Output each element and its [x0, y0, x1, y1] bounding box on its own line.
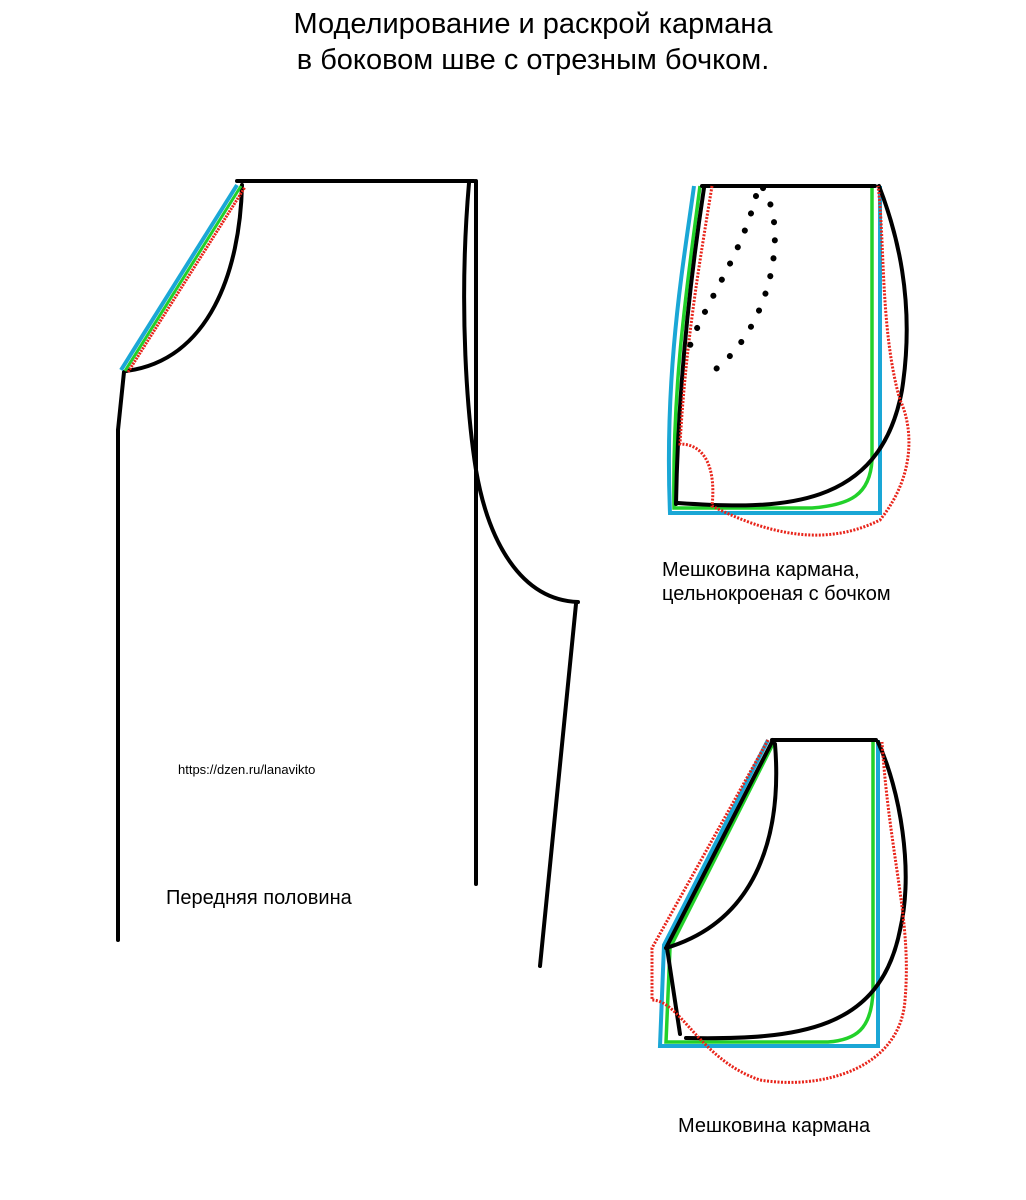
caption-pocket-with-side-line-1: Мешковина кармана,: [662, 559, 860, 581]
pocket1-left-edge: [674, 186, 706, 506]
pocket2-red-seam-allowance: [650, 739, 908, 1084]
front-left-upper-edge: [116, 370, 126, 432]
caption-pocket: Мешковина кармана: [678, 1115, 871, 1137]
caption-front-half: Передняя половина: [166, 887, 352, 909]
front-crotch-leg-edge: [538, 602, 578, 968]
pocket1-blue-outline: [666, 185, 882, 515]
front-slant-red-line: [126, 186, 247, 373]
pocket1-dotted-line-outer: [709, 185, 778, 375]
pocket2-bottom-curve: [684, 740, 908, 1041]
front-half-pattern: [116, 179, 580, 968]
front-pocket-opening-curve: [124, 183, 244, 373]
pocket-bag-pattern: [650, 738, 908, 1084]
front-fly-curve: [462, 181, 580, 604]
source-url: https://dzen.ru/lanavikto: [178, 762, 316, 777]
pocket1-dotted-line-inner: [685, 193, 759, 355]
pocket1-red-seam-allowance: [678, 185, 911, 537]
title-line-1: Моделирование и раскрой кармана: [293, 8, 773, 40]
pocket2-slant-edge: [665, 738, 775, 948]
pocket2-left-edge: [665, 946, 682, 1036]
title-line-2: в боковом шве с отрезным бочком.: [296, 44, 770, 76]
pocket-bag-with-side-pattern: [666, 184, 911, 537]
diagram-title: Моделирование и раскрой кармана в боково…: [0, 6, 1026, 78]
front-slant-blue-line: [119, 183, 239, 372]
pocket2-green-outline: [664, 739, 875, 1044]
pocket2-blue-outline: [657, 739, 880, 1048]
pocket1-bottom-curve: [676, 184, 909, 508]
caption-pocket-with-side-line-2: цельнокроеная с бочком: [662, 583, 891, 605]
pocket1-green-outline: [672, 185, 874, 510]
front-slant-green-line: [123, 185, 243, 372]
pocket2-pocket-opening-curve: [664, 742, 779, 950]
